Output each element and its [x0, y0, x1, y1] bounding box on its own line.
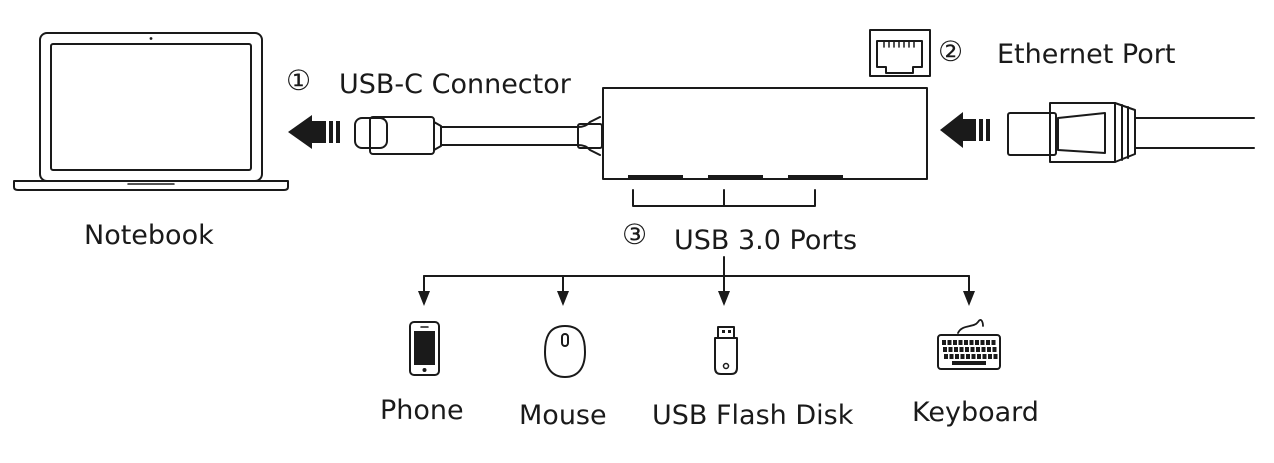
- keyboard-key: [964, 340, 968, 345]
- keyboard-key: [991, 340, 996, 345]
- mouse-icon: [544, 325, 586, 378]
- keyboard-key: [987, 347, 991, 352]
- keyboard-key: [955, 354, 959, 359]
- usb-c-connector-icon: [354, 116, 603, 156]
- usb-c-connector-label: USB-C Connector: [339, 69, 571, 100]
- keyboard-key: [954, 347, 958, 352]
- ethernet-cable-icon: [1007, 102, 1255, 163]
- keyboard-key: [986, 340, 990, 345]
- keyboard-key: [953, 340, 957, 345]
- keyboard-key: [993, 354, 998, 359]
- keyboard-key: [992, 347, 997, 352]
- keyboard-key: [975, 340, 979, 345]
- usb-hub-body: [602, 87, 928, 180]
- keyboard-key: [949, 354, 954, 359]
- keyboard-key: [980, 340, 985, 345]
- keyboard-key: [958, 340, 963, 345]
- keyboard-key: [960, 354, 965, 359]
- keyboard-icon: [937, 319, 1001, 370]
- phone-icon: [409, 321, 440, 376]
- keyboard-key: [982, 354, 987, 359]
- keyboard-key: [959, 347, 964, 352]
- keyboard-key: [981, 347, 986, 352]
- keyboard-keys: [942, 340, 998, 365]
- usb-ports-bracket: [632, 189, 816, 207]
- keyboard-key: [970, 347, 975, 352]
- keyboard-key: [943, 347, 947, 352]
- keyboard-key: [977, 354, 981, 359]
- keyboard-key: [965, 347, 969, 352]
- callout-3-number: ③: [622, 218, 648, 251]
- notebook-icon: [13, 32, 289, 191]
- keyboard-key: [976, 347, 980, 352]
- keyboard-key: [947, 340, 952, 345]
- ethernet-port-label: Ethernet Port: [997, 39, 1176, 70]
- keyboard-key: [948, 347, 953, 352]
- arrow-right-icon: [940, 112, 990, 148]
- keyboard-spacebar: [952, 361, 986, 365]
- keyboard-key: [966, 354, 970, 359]
- keyboard-key: [971, 354, 976, 359]
- device-label-mouse: Mouse: [519, 400, 607, 431]
- notebook-label: Notebook: [84, 220, 214, 251]
- usb-flash-disk-icon: [714, 326, 738, 375]
- arrow-left-icon: [288, 115, 340, 149]
- keyboard-key: [944, 354, 948, 359]
- keyboard-key: [942, 340, 946, 345]
- callout-1-number: ①: [286, 64, 312, 97]
- device-label-keyboard: Keyboard: [912, 397, 1039, 428]
- device-label-usb-flash-disk: USB Flash Disk: [652, 400, 854, 431]
- keyboard-key: [969, 340, 974, 345]
- usb-ports-label: USB 3.0 Ports: [674, 225, 858, 256]
- keyboard-key: [988, 354, 992, 359]
- distribution-lines: [418, 256, 975, 306]
- ethernet-port-icon: [869, 29, 931, 77]
- callout-2-number: ②: [938, 35, 964, 68]
- device-label-phone: Phone: [380, 395, 464, 426]
